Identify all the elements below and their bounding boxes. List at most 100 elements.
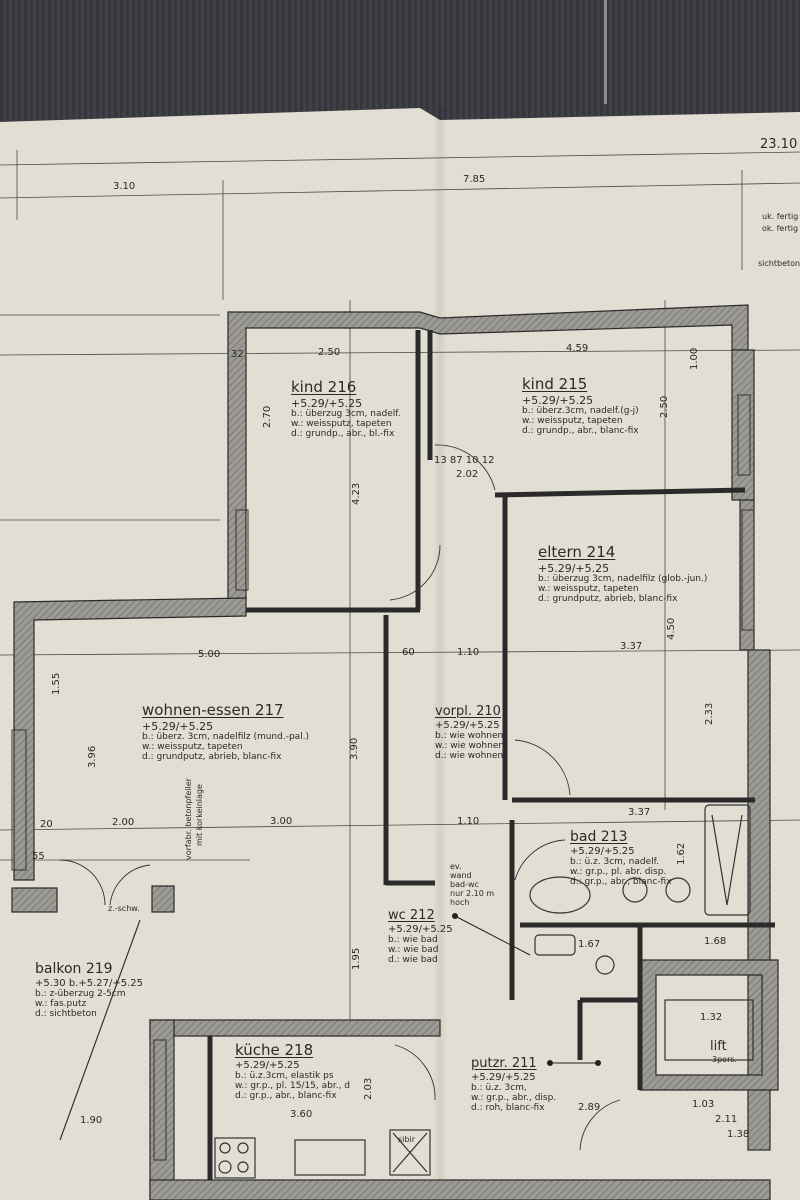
note-line: nur 2.10 m (450, 889, 495, 898)
dim-balkon-190: 1.90 (80, 1115, 103, 1126)
room-level: +5.29/+5.25 (435, 720, 500, 731)
dim-vorpl-width: 1.10 (457, 647, 480, 658)
room-spec-d: d.: grundputz, abrieb, blanc-fix (142, 752, 282, 762)
room-wc-212: wc 212 +5.29/+5.25 b.: wie bad w.: wie b… (388, 909, 453, 965)
room-title: balkon 219 (35, 961, 113, 977)
note-z-schw: z.-schw. (108, 904, 140, 913)
room-spec-d: d.: gr.p., abr., blanc-fix (235, 1091, 337, 1101)
dim-kueche-203: 2.03 (363, 1077, 374, 1100)
dim-door-parts: 13 87 10 12 (434, 455, 495, 466)
side-note-sichtbeton: sichtbeton (758, 259, 800, 268)
room-kueche-218: küche 218 +5.29/+5.25 b.: ü.z.3cm, elast… (235, 1041, 351, 1102)
room-title: wc 212 (388, 908, 435, 923)
dim-kind215-window: 1.00 (689, 347, 700, 370)
dim-wohnen-top: 1.55 (51, 672, 62, 695)
room-spec-b: b.: überz.3cm, nadelf.(g-j) (522, 406, 639, 416)
dim-bad-width: 3.37 (628, 807, 651, 818)
dim-wc-168: 1.68 (704, 936, 727, 947)
room-spec-b: b.: überz. 3cm, nadelfilz (mund.-pal.) (142, 732, 310, 742)
room-spec-w: w.: gr.p., pl. 15/15, abr., d (235, 1081, 351, 1091)
dim-lift-132: 1.32 (700, 1012, 723, 1023)
room-level: +5.29/+5.25 (471, 1072, 536, 1083)
dim-kueche-width: 3.60 (290, 1109, 313, 1120)
room-spec-d: d.: roh, blanc-fix (471, 1103, 545, 1113)
room-spec-d: d.: wie bad (388, 955, 438, 965)
room-spec-w: w.: fas.putz (35, 999, 87, 1009)
room-title: bad 213 (570, 829, 628, 845)
room-kind-216: kind 216 +5.29/+5.25 b.: überzug 3cm, na… (291, 380, 401, 440)
dim-door-top: 2.02 (456, 469, 479, 480)
note-line: wand (450, 871, 472, 880)
dim-vorpl-60: 60 (402, 647, 415, 658)
room-bad-213: bad 213 +5.29/+5.25 b.: ü.z. 3cm, nadelf… (570, 830, 672, 887)
note-pillar-2: mit korkeinlage (195, 784, 204, 846)
dim-wohnen-width: 5.00 (198, 649, 221, 660)
dim-overall-left: 3.10 (113, 181, 136, 192)
room-title: wohnen-essen 217 (142, 701, 284, 719)
room-title: küche 218 (235, 1041, 314, 1059)
room-level: +5.29/+5.25 (142, 720, 214, 733)
side-note-uk: uk. fertig (762, 212, 799, 221)
note-bad-wc-wall: ev. wand bad-wc nur 2.10 m hoch (450, 862, 494, 907)
floor-tiles-background (0, 0, 800, 120)
dim-eltern-depth: 4.50 (666, 617, 677, 640)
room-title: putzr. 211 (471, 1056, 537, 1071)
room-spec-w: w.: gr.p., abr., disp. (471, 1093, 557, 1103)
note-pillar: vorfabr. betonpfeiler (184, 778, 193, 860)
room-level: +5.29/+5.25 (388, 924, 453, 935)
room-level: +5.29/+5.25 (522, 394, 594, 407)
room-spec-w: w.: weissputz, tapeten (538, 584, 639, 594)
dim-wohnen-depth: 3.96 (87, 745, 98, 768)
dim-wohnen-left: 2.00 (112, 817, 135, 828)
dim-stair-211: 2.11 (715, 1114, 738, 1125)
room-wohnen-essen-217: wohnen-essen 217 +5.29/+5.25 b.: überz. … (142, 701, 310, 763)
room-spec-b: b.: ü.z. 3cm, nadelf. (570, 857, 659, 867)
dim-eltern-lower: 2.33 (704, 702, 715, 725)
dim-kind216-depth: 2.70 (262, 405, 273, 428)
room-spec-b: b.: überzug 3cm, nadelfilz (glob.-jun.) (538, 574, 708, 584)
room-spec-w: w.: weissputz, tapeten (522, 416, 623, 426)
room-spec-d: d.: sichtbeton (35, 1009, 97, 1019)
room-level: +5.29/+5.25 (291, 397, 363, 410)
room-spec-d: d.: gr.p., abr., blanc-fix (570, 877, 672, 887)
note-line: ev. (450, 862, 462, 871)
room-spec-w: w.: gr.p., pl. abr. disp. (570, 867, 667, 877)
dim-55: 55 (32, 851, 45, 862)
room-putzr-211: putzr. 211 +5.29/+5.25 b.: ü.z. 3cm, w.:… (471, 1057, 556, 1113)
lift-capacity: 3pers. (712, 1055, 738, 1064)
room-level: +5.29/+5.25 (235, 1060, 300, 1071)
dim-overall-right: 7.85 (463, 174, 486, 185)
dim-wohnen-mid: 3.00 (270, 816, 293, 827)
dim-kind215-depth: 2.50 (659, 395, 670, 418)
room-spec-w: w.: weissputz, tapeten (142, 742, 243, 752)
room-level: +5.29/+5.25 (570, 846, 635, 857)
room-level: +5.30 b.+5.27/+5.25 (35, 978, 144, 989)
room-spec-b: b.: wie bad (388, 935, 438, 945)
room-level: +5.29/+5.25 (538, 562, 610, 575)
dim-wall-32: 32 (231, 349, 244, 360)
room-spec-b: b.: ü.z. 3cm, (471, 1083, 527, 1093)
side-note-ok: ok. fertig (762, 224, 799, 233)
room-eltern-214: eltern 214 +5.29/+5.25 b.: überzug 3cm, … (538, 545, 708, 605)
paper-fold (432, 108, 448, 1200)
lift-label: lift (710, 1039, 727, 1054)
room-spec-b: b.: z-überzug 2-5cm (35, 989, 126, 999)
dim-20: 20 (40, 819, 53, 830)
room-spec-d: d.: wie wohnen (435, 751, 504, 761)
dim-kind215-width: 4.59 (566, 343, 589, 354)
room-title: vorpl. 210 (435, 704, 501, 719)
dim-stair-103: 1.03 (692, 1099, 715, 1110)
room-spec-w: w.: wie bad (388, 945, 439, 955)
dim-wohnen-height: 3.90 (349, 737, 360, 760)
note-sibir: sibir (398, 1135, 415, 1144)
tile-grout-line (604, 0, 607, 104)
dim-putzr-289: 2.89 (578, 1102, 601, 1113)
note-line: bad-wc (450, 880, 479, 889)
note-line: hoch (450, 898, 470, 907)
dim-stair-138: 1.38 (727, 1129, 750, 1140)
room-spec-d: d.: grundputz, abrieb, blanc-fix (538, 594, 678, 604)
room-spec-w: w.: weissputz, tapeten (291, 419, 392, 429)
dim-wc-167: 1.67 (578, 939, 601, 950)
dim-eltern-width: 3.37 (620, 641, 643, 652)
dim-wc-depth: 1.95 (351, 947, 362, 970)
